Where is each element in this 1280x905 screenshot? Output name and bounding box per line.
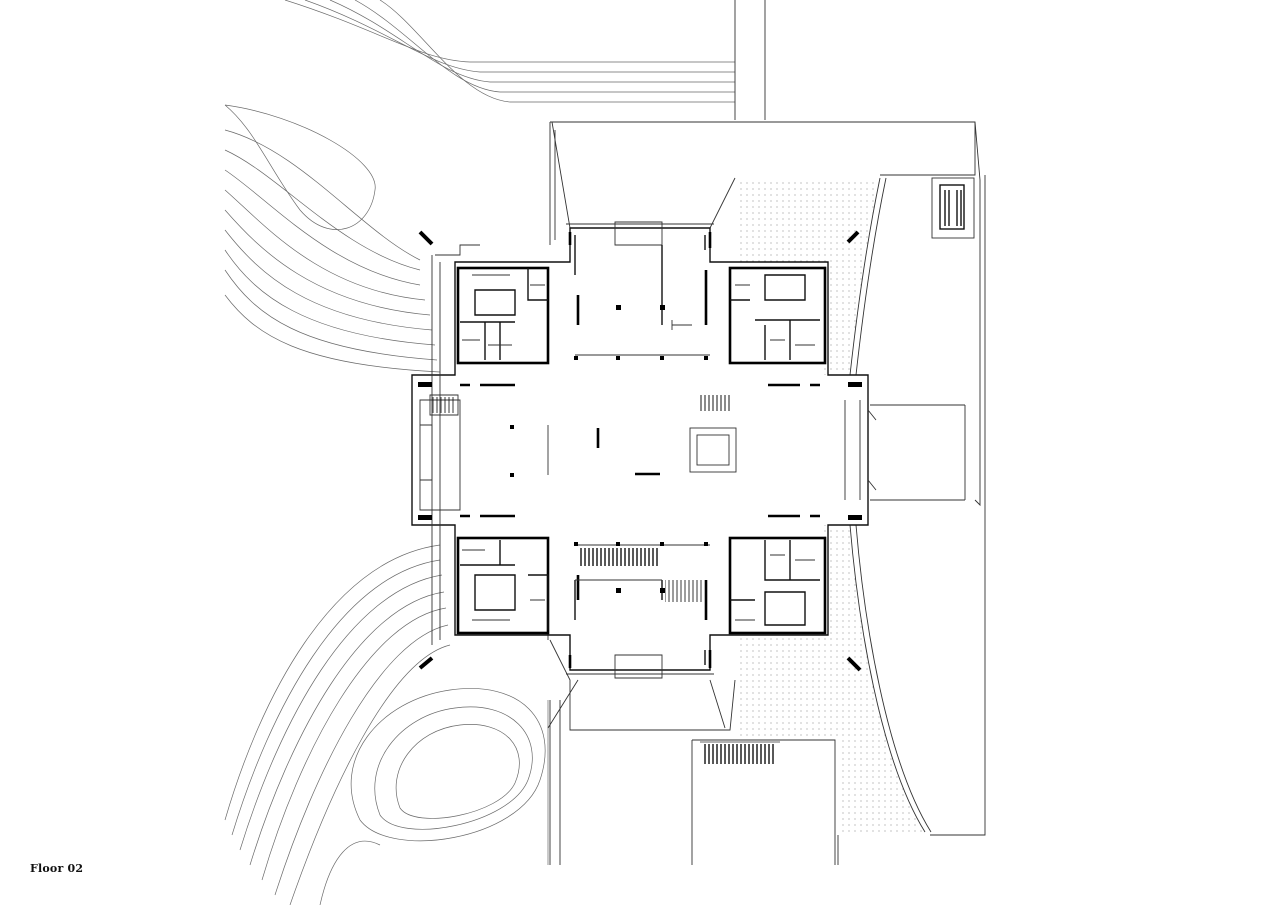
paving-zones	[738, 177, 932, 833]
core-se	[728, 514, 827, 635]
landscape-contours-top	[224, 0, 735, 373]
ramps	[547, 121, 736, 731]
core-nw	[456, 266, 550, 387]
core-sw	[456, 514, 550, 635]
exterior-stair-ne	[931, 177, 975, 239]
corner-markers	[418, 230, 862, 672]
landscape-contours-bottom	[224, 544, 549, 905]
central-hall	[418, 356, 877, 546]
building-outline	[411, 223, 869, 675]
drawing-caption: Floor 02	[30, 862, 84, 875]
core-ne	[728, 266, 827, 387]
north-wing	[568, 221, 712, 356]
south-wing	[568, 544, 712, 679]
exterior-stair-s	[700, 741, 780, 764]
